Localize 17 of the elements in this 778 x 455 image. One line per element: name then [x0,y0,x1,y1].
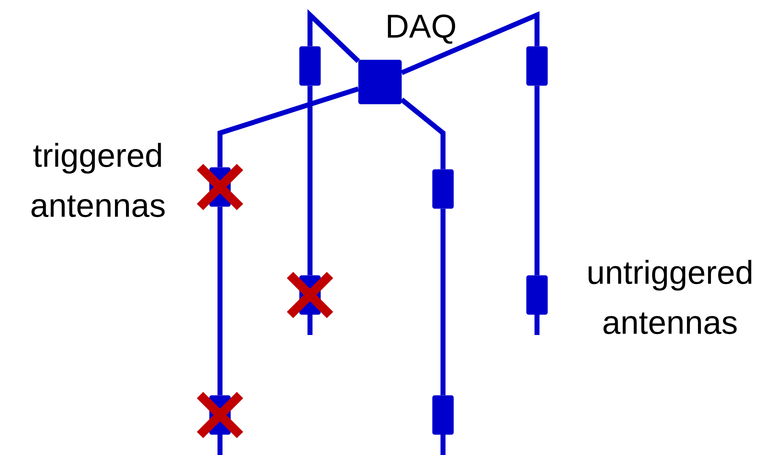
cable [308,86,312,276]
antenna-label: untriggered antennas [588,260,752,334]
antenna-block [299,46,321,86]
antenna-block [432,395,454,435]
cable [400,98,446,170]
daq-box: DAQ [358,14,456,104]
antenna-block [432,169,454,209]
node-label: DAQ [388,14,456,44]
cable [218,206,222,396]
cable [218,86,360,168]
antenna-block [526,275,548,315]
cable [534,86,540,276]
cable [400,11,540,76]
antenna-label: triggered antennas [32,142,165,218]
antenna-block [526,46,548,86]
cable [440,208,446,396]
cable [308,9,360,64]
